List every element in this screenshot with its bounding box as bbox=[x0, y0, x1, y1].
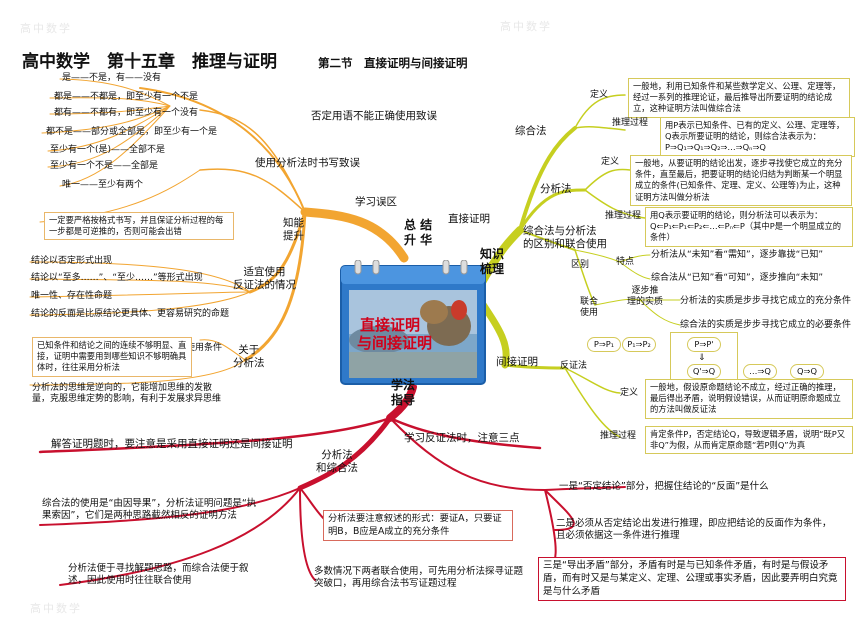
analysis-proc: 用Q表示要证明的结论，则分析法可以表示为：Q⇐P₁⇐P₁⇐P₂⇐…⇐Pₙ⇐P（其… bbox=[645, 207, 853, 247]
three-point: 三是“导出矛盾”部分，矛盾有时是与已知条件矛盾，有时是与假设矛盾，而有时又是与某… bbox=[538, 557, 846, 602]
contra-proc: 肯定条件P，否定结论Q，导致逻辑矛盾，说明“既P又非Q”为假，从而肯定原命题“若… bbox=[645, 426, 853, 455]
negation-item: 都不是——部分或全部是，即至少有一个是 bbox=[46, 127, 218, 137]
hub-knowledge: 知识 梳理 bbox=[480, 247, 505, 276]
negation-item: 都是——不都是，即至少有一个不是 bbox=[54, 92, 199, 102]
negation-item: 至少有一个不是——全部是 bbox=[50, 161, 159, 171]
negation-item: 至少有一个(是)——全部不是 bbox=[50, 145, 166, 155]
hub-summary: 总 结 升 华 bbox=[404, 218, 433, 247]
center-title-line1: 直接证明 bbox=[360, 316, 421, 334]
combo-note: 分析法要注意叙述的形式：要证A，只要证明B，B应是A成立的充分条件 bbox=[323, 510, 513, 542]
contra-item: 结论以否定形式出现 bbox=[31, 256, 113, 266]
contra-title: 适宜使用 反证法的情况 bbox=[233, 266, 296, 292]
combo-branch: 分析法 和综合法 bbox=[316, 449, 358, 475]
analysis-proc-label: 推理过程 bbox=[605, 211, 642, 221]
essence-item: 综合法的实质是步步寻找它成立的必要条件 bbox=[680, 320, 852, 330]
branch-direct: 直接证明 bbox=[448, 213, 490, 225]
branch-mistakes: 学习误区 bbox=[355, 196, 397, 208]
format-title: 使用分析法时书写致误 bbox=[255, 157, 360, 169]
analysis-nature: 分析法的思维是逆向的，它能增加思维的发散量，克服思维定势的影响，有利于发展求异思… bbox=[32, 383, 222, 405]
hint-direct-indirect: 解答证明题时，要注意是采用直接证明还是间接证明 bbox=[51, 438, 293, 450]
diff-item: 分析法从“未知”看“需知”，逐步靠拢“已知” bbox=[651, 250, 823, 260]
contra-def: 一般地，假设原命题结论不成立，经过正确的推理，最后得出矛盾，说明假设错误，从而证… bbox=[645, 379, 853, 419]
format-note: 一定要严格按格式书写，并且保证分析过程的每一步都是可逆推的，否则可能会出错 bbox=[44, 212, 234, 241]
flow-node: …⇒Q bbox=[743, 364, 777, 380]
combo-note: 分析法便于寻找解题思路，而综合法便于叙述，因此使用时往往联合使用 bbox=[68, 563, 249, 586]
watermark: 高中数学 bbox=[500, 20, 552, 33]
flow-node: Q⇒Q bbox=[790, 364, 824, 380]
negation-item: 都有——不都有，即至少有一个没有 bbox=[54, 108, 199, 118]
page-subtitle: 第二节 直接证明与间接证明 bbox=[318, 56, 468, 70]
contra-proc-label: 推理过程 bbox=[600, 431, 637, 441]
flow-node: Q'⇒Q bbox=[687, 364, 721, 380]
center-title-line2: 与间接证明 bbox=[357, 334, 433, 352]
calendar-center-icon bbox=[339, 259, 487, 387]
analysis-method-label: 分析法 bbox=[540, 183, 572, 195]
hub-method: 学法 指导 bbox=[391, 378, 416, 407]
contra-method-label: 反证法 bbox=[560, 361, 588, 371]
contra-item: 唯一性、存在性命题 bbox=[31, 291, 113, 301]
branch-indirect: 间接证明 bbox=[496, 356, 538, 368]
diff-item: 综合法从“已知”看“可知”，逐步推向“未知” bbox=[651, 273, 823, 283]
diff-label: 区别 bbox=[571, 260, 590, 270]
synthesis-def-label: 定义 bbox=[590, 90, 609, 100]
contra-item: 结论以“至多……”、“至少……”等形式出现 bbox=[31, 273, 203, 283]
synthesis-label: 综合法 bbox=[515, 125, 547, 137]
negation-title: 否定用语不能正确使用致误 bbox=[311, 110, 437, 122]
flow-node: P⇒P₁ bbox=[587, 337, 621, 353]
analysis-when-label: 使用条件 bbox=[186, 343, 223, 353]
combo-note: 综合法的使用是“由因导果”，分析法证明问题是“执果索因”，它们是两种思路截然相反… bbox=[42, 498, 257, 521]
page-title: 高中数学 第十五章 推理与证明 bbox=[22, 52, 277, 72]
flow-node: P₁⇒P₂ bbox=[622, 337, 656, 353]
hint-three-points: 学习反证法时，注意三点 bbox=[404, 432, 520, 444]
watermark: 高中数学 bbox=[20, 22, 72, 35]
analysis-def-label: 定义 bbox=[601, 157, 620, 167]
flow-node: P⇒P' bbox=[687, 337, 721, 353]
three-point: 二是必须从否定结论出发进行推理，即应把结论的反面作为条件，且必须依据这一条件进行… bbox=[556, 518, 832, 541]
synthesis-proc-label: 推理过程 bbox=[612, 118, 649, 128]
combo-note: 多数情况下两者联合使用，可先用分析法探寻证题 突破口，再用综合法书写证题过程 bbox=[314, 566, 524, 589]
feature-label: 特点 bbox=[616, 257, 635, 267]
branch-ability: 知能 提升 bbox=[283, 217, 304, 243]
analysis-when: 已知条件和结论之间的连续不够明显、直接，证明中需要用到哪些知识不够明确具体时，往… bbox=[32, 337, 192, 377]
relation-label: 综合法与分析法 的区别和联合使用 bbox=[523, 225, 607, 251]
synthesis-proc: 用P表示已知条件、已有的定义、公理、定理等，Q表示所要证明的结论，则综合法表示为… bbox=[660, 117, 855, 157]
synthesis-def: 一般地，利用已知条件和某些数学定义、公理、定理等，经过一系列的推理论证，最后推导… bbox=[628, 78, 850, 118]
essence-item: 分析法的实质是步步寻找它成立的充分条件 bbox=[680, 296, 852, 306]
watermark: 高中数学 bbox=[30, 602, 82, 615]
three-point: 一是“否定结论”部分，把握住结论的“反面”是什么 bbox=[559, 481, 769, 492]
analysis-def: 一般地，从要证明的结论出发，逐步寻找使它成立的充分条件，直至最后，把要证明的结论… bbox=[630, 155, 852, 206]
flow-arrow: ⇓ bbox=[698, 353, 706, 363]
analysis-title: 关于 分析法 bbox=[233, 344, 265, 370]
essence-label: 逐步推 理的实质 bbox=[627, 286, 664, 308]
contra-item: 结论的反面是比原结论更具体、更容易研究的命题 bbox=[31, 309, 230, 319]
negation-item: 唯一——至少有两个 bbox=[62, 180, 144, 190]
contra-def-label: 定义 bbox=[620, 388, 639, 398]
joint-label: 联合 使用 bbox=[580, 297, 599, 319]
negation-item: 是——不是，有——没有 bbox=[62, 73, 162, 83]
